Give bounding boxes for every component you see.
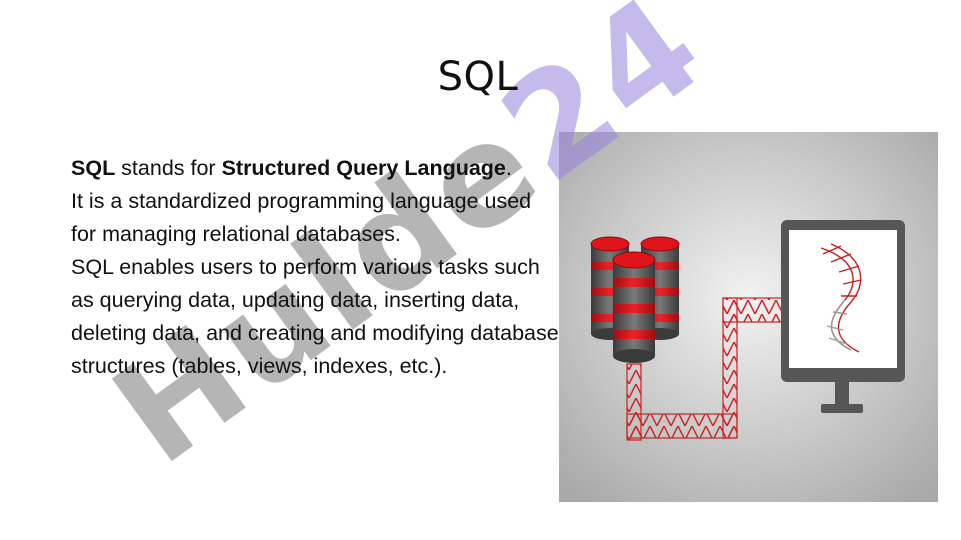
standard-paragraph: It is a standardized programming languag… [71, 189, 532, 246]
monitor-icon [781, 220, 905, 413]
structured-query-language-term: Structured Query Language [221, 156, 506, 180]
sql-database-illustration [559, 132, 938, 502]
sql-term: SQL [71, 156, 116, 180]
sql-server-logo-icon [820, 243, 862, 353]
database-stack-icon [590, 236, 680, 363]
definition-paragraph: SQL stands for Structured Query Language… [71, 156, 512, 180]
capabilities-paragraph: SQL enables users to perform various tas… [71, 255, 559, 378]
slide-body-text: SQL stands for Structured Query Language… [71, 152, 561, 383]
slide-title: SQL [437, 54, 519, 100]
data-pipe-icon [626, 297, 784, 441]
